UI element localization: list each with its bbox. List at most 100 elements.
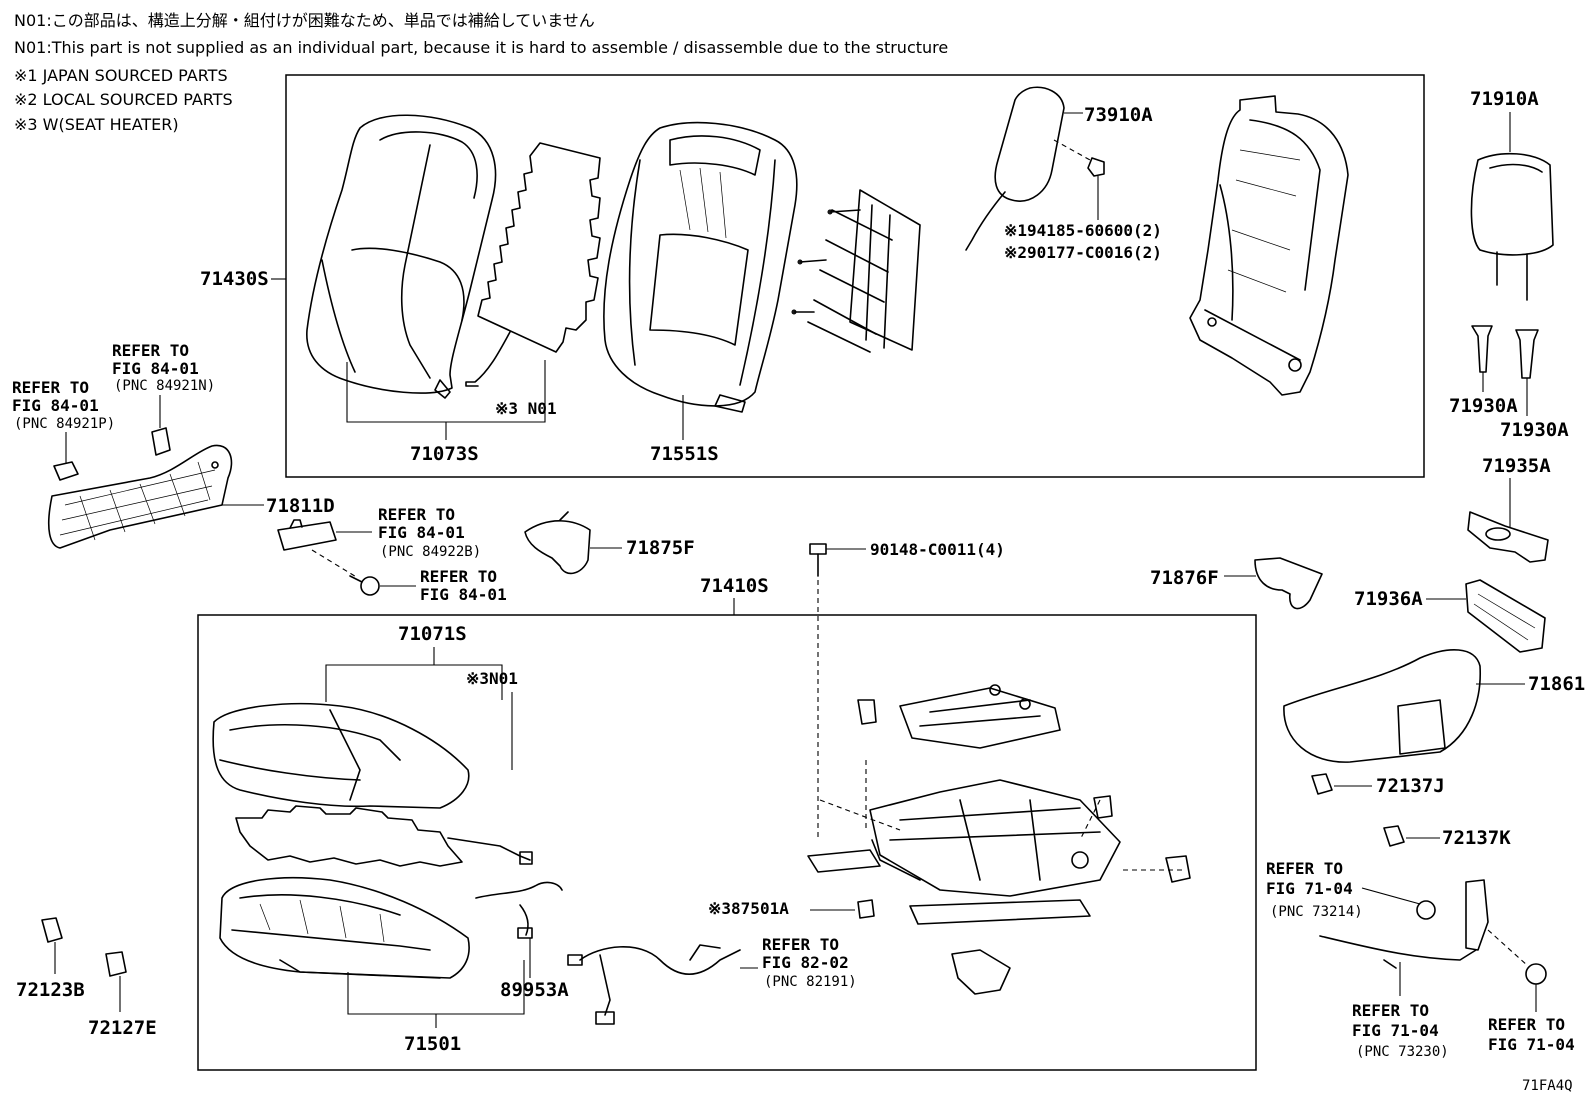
seat-cushion-frame-upper[interactable] [899,684,1061,749]
label-89953A[interactable]: 89953A [500,979,569,1001]
dashline-frame-right [1079,799,1101,841]
label-72137K[interactable]: 72137K [1442,827,1511,849]
knob-84921P[interactable] [53,461,79,481]
label-71930A-1[interactable]: 71930A [1449,395,1518,417]
refer-73214[interactable]: REFER TO FIG 71-04 (PNC 73214) [1266,859,1363,920]
seatback-spring-grid[interactable] [791,189,921,353]
headrest-guide-2[interactable] [1515,329,1539,379]
refer-pnc-text: (PNC 84921P) [14,416,115,432]
leader-73214 [1361,887,1421,905]
refer-84-01-screw[interactable]: REFER TO FIG 84-01 [420,567,507,604]
label-71910A[interactable]: 71910A [1470,88,1539,110]
seat-cushion-cover[interactable] [212,702,470,809]
label-71551S[interactable]: 71551S [650,443,719,465]
label-71501[interactable]: 71501 [404,1033,461,1055]
nut-73-right[interactable] [1525,963,1547,985]
label-71876F[interactable]: 71876F [1150,567,1219,589]
refer-pnc-text: (PNC 73230) [1356,1044,1449,1060]
refer-84922B[interactable]: REFER TO FIG 84-01 (PNC 84922B) [378,505,481,560]
screw-84-01[interactable] [349,575,380,596]
seatback-cover[interactable] [306,114,497,399]
refer-to-text: REFER TO [1352,1001,1429,1020]
label-71930A-2[interactable]: 71930A [1500,419,1569,441]
bolt-90148[interactable] [809,543,827,577]
seatback-side-cover[interactable] [1467,511,1549,563]
recliner-lever-part[interactable] [951,949,1011,995]
refer-to-text: REFER TO [378,505,455,524]
label-72127E[interactable]: 72127E [88,1017,157,1039]
side-airbag[interactable] [965,86,1105,251]
refer-fig-text: FIG 84-01 [112,359,199,378]
headrest[interactable] [1470,152,1554,301]
label-87501A[interactable]: ※387501A [708,899,789,918]
label-71875F[interactable]: 71875F [626,537,695,559]
leader-71501 [347,960,525,1015]
seat-cushion-assembly-frame [197,614,1257,1071]
seat-rail[interactable] [807,849,1091,925]
label-72137J[interactable]: 72137J [1376,775,1445,797]
dashline-screw [311,549,359,579]
refer-fig-text: FIG 71-04 [1352,1021,1439,1040]
refer-to-text: REFER TO [1488,1015,1565,1034]
cover-71875F[interactable] [524,511,591,575]
label-71861[interactable]: 71861 [1528,673,1585,695]
label-71071S[interactable]: 71071S [398,623,467,645]
headrest-guide-1[interactable] [1471,325,1493,373]
lower-side-cover[interactable] [1465,579,1546,653]
seatback-heater-mat[interactable] [465,142,601,387]
clip-72127E[interactable] [105,951,127,977]
label-71811D[interactable]: 71811D [266,495,335,517]
label-71410S[interactable]: 71410S [700,575,769,597]
seat-side-pad-71861[interactable] [1283,649,1481,763]
label-90148[interactable]: 90148-C0011(4) [870,540,1005,559]
refer-pnc-text: (PNC 84922B) [380,544,481,560]
seat-belt-buckle-parts[interactable] [1319,879,1489,969]
seat-cushion-frame-lower[interactable] [869,779,1121,897]
dashline-buckle-nut [1487,929,1529,967]
refer-84921P[interactable]: REFER TO FIG 84-01 (PNC 84921P) [12,378,115,432]
refer-to-text: REFER TO [762,935,839,954]
dashline-airbag-nut [1053,139,1091,161]
refer-fig-text: FIG 82-02 [762,953,849,972]
label-71936A[interactable]: 71936A [1354,588,1423,610]
refer-to-text: REFER TO [112,341,189,360]
switch-84922B[interactable] [277,519,337,551]
clip-72137K[interactable] [1383,825,1405,847]
sensor-87501A[interactable] [857,899,875,919]
clip-72123B[interactable] [41,917,63,943]
clip-72137J[interactable] [1311,773,1333,795]
label-N01-upper[interactable]: ※3 N01 [495,399,557,418]
refer-pnc-text: (PNC 82191) [764,974,857,990]
label-71430S[interactable]: 71430S [200,268,269,290]
bracket-far-right[interactable] [1165,855,1191,883]
label-N01-lower[interactable]: ※3N01 [466,669,518,688]
note-local-sourced: ※2 LOCAL SOURCED PARTS [14,90,233,109]
refer-fig-text: FIG 71-04 [1266,879,1353,898]
cover-71876F[interactable] [1254,557,1323,610]
seatback-frame[interactable] [1189,95,1349,396]
harness-89953A[interactable] [475,881,563,939]
wire-harness-82191[interactable] [567,944,741,1025]
bracket-left[interactable] [857,699,877,725]
label-290177[interactable]: ※290177-C0016(2) [1004,243,1162,262]
seat-side-shield[interactable] [48,444,233,549]
refer-82191[interactable]: REFER TO FIG 82-02 (PNC 82191) [762,935,857,990]
label-71935A[interactable]: 71935A [1482,455,1551,477]
refer-fig-text: FIG 84-01 [378,523,465,542]
refer-84921N[interactable]: REFER TO FIG 84-01 (PNC 84921N) [112,341,215,394]
knob-84921N[interactable] [151,427,171,456]
label-72123B[interactable]: 72123B [16,979,85,1001]
seatback-assembly-frame [285,74,1425,478]
seat-cushion-heater-mat[interactable] [235,805,533,867]
seat-cushion-pad[interactable] [219,876,470,979]
label-194185[interactable]: ※194185-60600(2) [1004,221,1162,240]
diagram-code: 71FA4Q [1522,1078,1573,1094]
refer-73230[interactable]: REFER TO FIG 71-04 (PNC 73230) [1352,1001,1449,1060]
bracket-right[interactable] [1093,795,1113,819]
seatback-pad[interactable] [603,121,798,413]
refer-71-04-right[interactable]: REFER TO FIG 71-04 [1488,1015,1575,1054]
note-japan-sourced: ※1 JAPAN SOURCED PARTS [14,66,228,85]
label-73910A[interactable]: 73910A [1084,104,1153,126]
label-71073S[interactable]: 71073S [410,443,479,465]
